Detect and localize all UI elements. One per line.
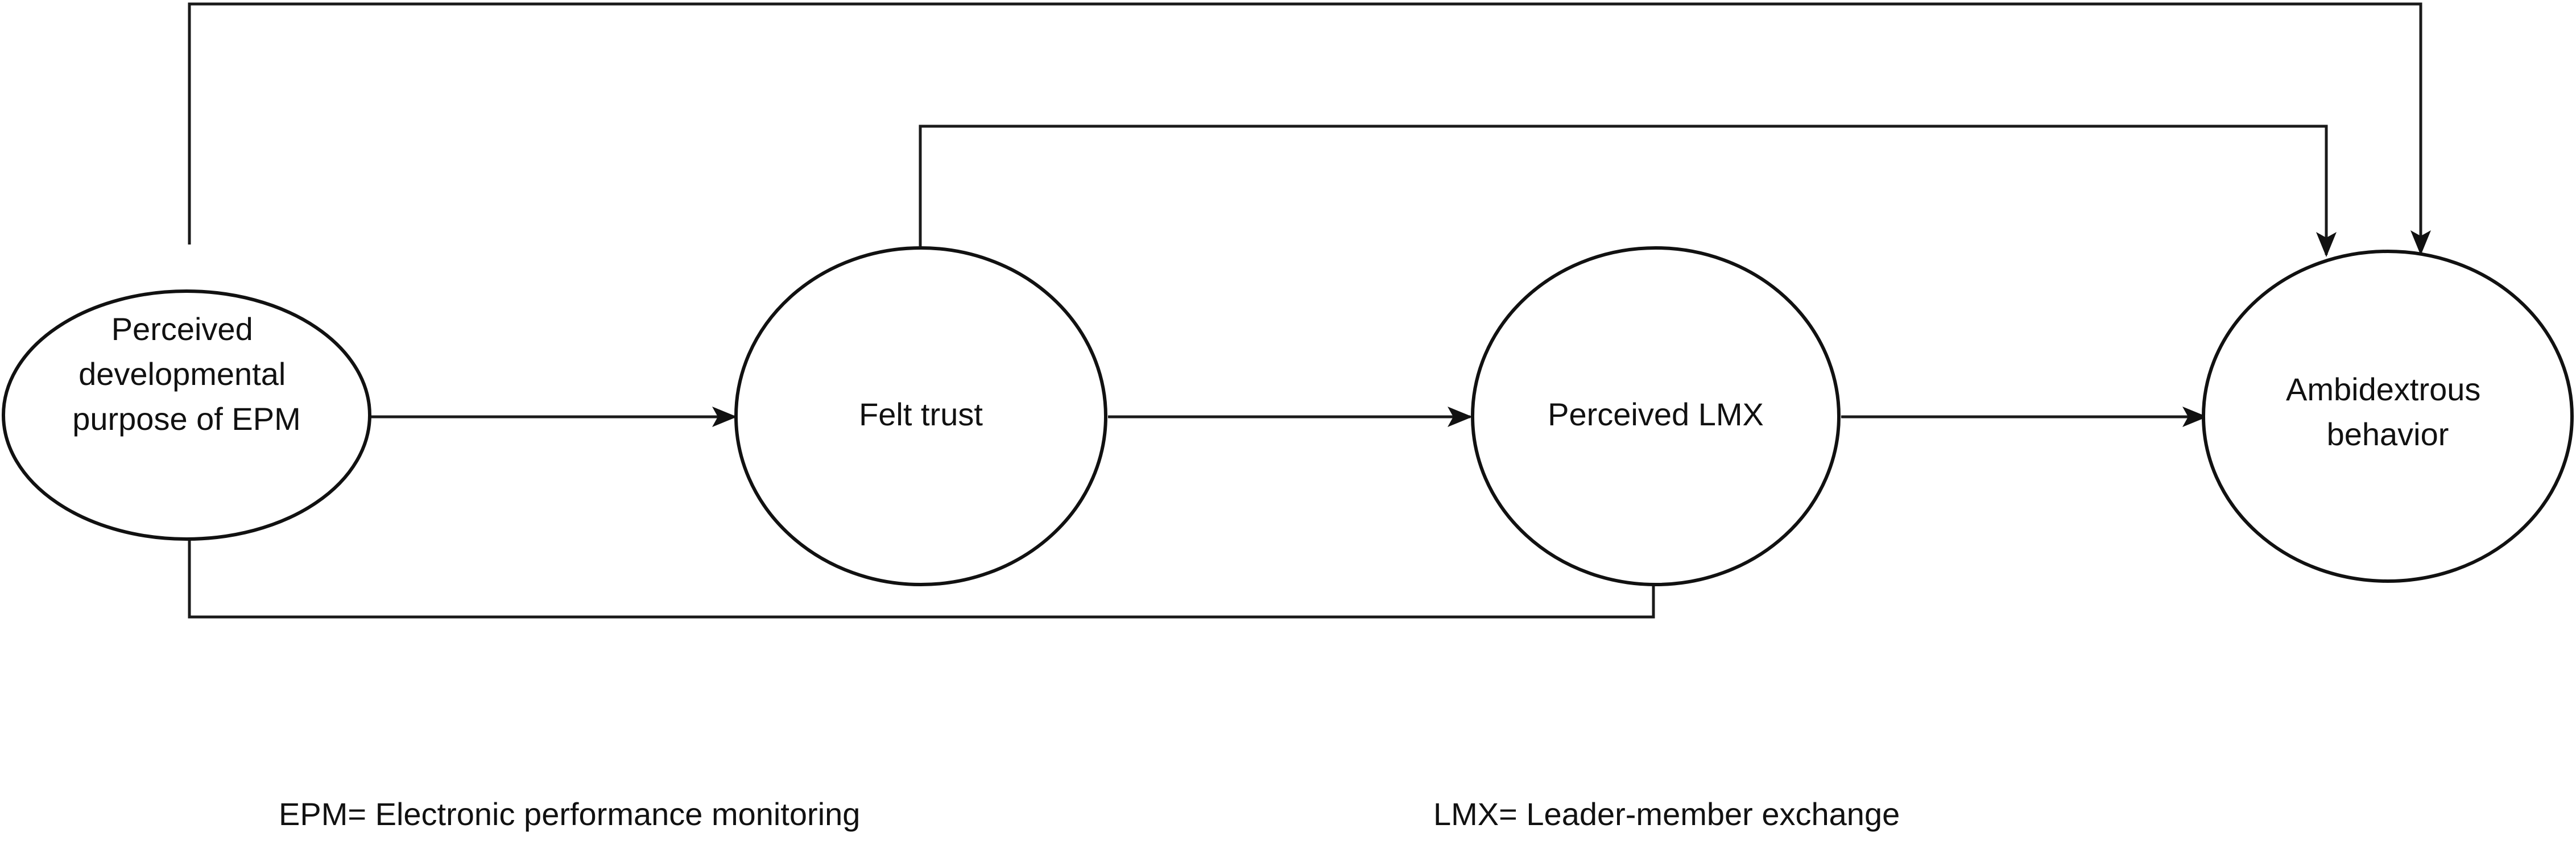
node-lmx-line-1: Perceived LMX bbox=[1548, 396, 1764, 432]
node-lmx: Perceived LMX bbox=[1471, 246, 1841, 586]
node-trust-ellipse bbox=[734, 246, 1107, 586]
edge-trust-to-ambidextrous bbox=[919, 125, 2337, 257]
node-epm: Perceived developmental purpose of EPM bbox=[2, 289, 371, 541]
node-ambidextrous-label: Ambidextrous behavior bbox=[2286, 371, 2490, 452]
footnote-epm: EPM= Electronic performance monitoring bbox=[279, 796, 860, 832]
node-ambidextrous-line-1: Ambidextrous bbox=[2286, 371, 2480, 407]
node-epm-line-2: developmental bbox=[78, 356, 286, 392]
node-lmx-ellipse bbox=[1471, 246, 1841, 586]
node-ambidextrous-line-2: behavior bbox=[2327, 416, 2449, 452]
node-trust: Felt trust bbox=[734, 246, 1107, 586]
node-epm-label: Perceived developmental purpose of EPM bbox=[72, 311, 301, 437]
node-ambidextrous-ellipse bbox=[2202, 250, 2574, 583]
node-epm-line-3: purpose of EPM bbox=[72, 401, 301, 437]
node-trust-line-1: Felt trust bbox=[859, 396, 983, 432]
node-epm-ellipse bbox=[2, 289, 371, 541]
node-epm-line-1: Perceived bbox=[111, 311, 253, 347]
footnote-lmx: LMX= Leader-member exchange bbox=[1433, 796, 1900, 832]
node-trust-label: Felt trust bbox=[859, 396, 983, 432]
edge-epm-to-ambidextrous bbox=[188, 2, 2431, 255]
node-ambidextrous: Ambidextrous behavior bbox=[2202, 250, 2574, 583]
node-lmx-label: Perceived LMX bbox=[1548, 396, 1764, 432]
